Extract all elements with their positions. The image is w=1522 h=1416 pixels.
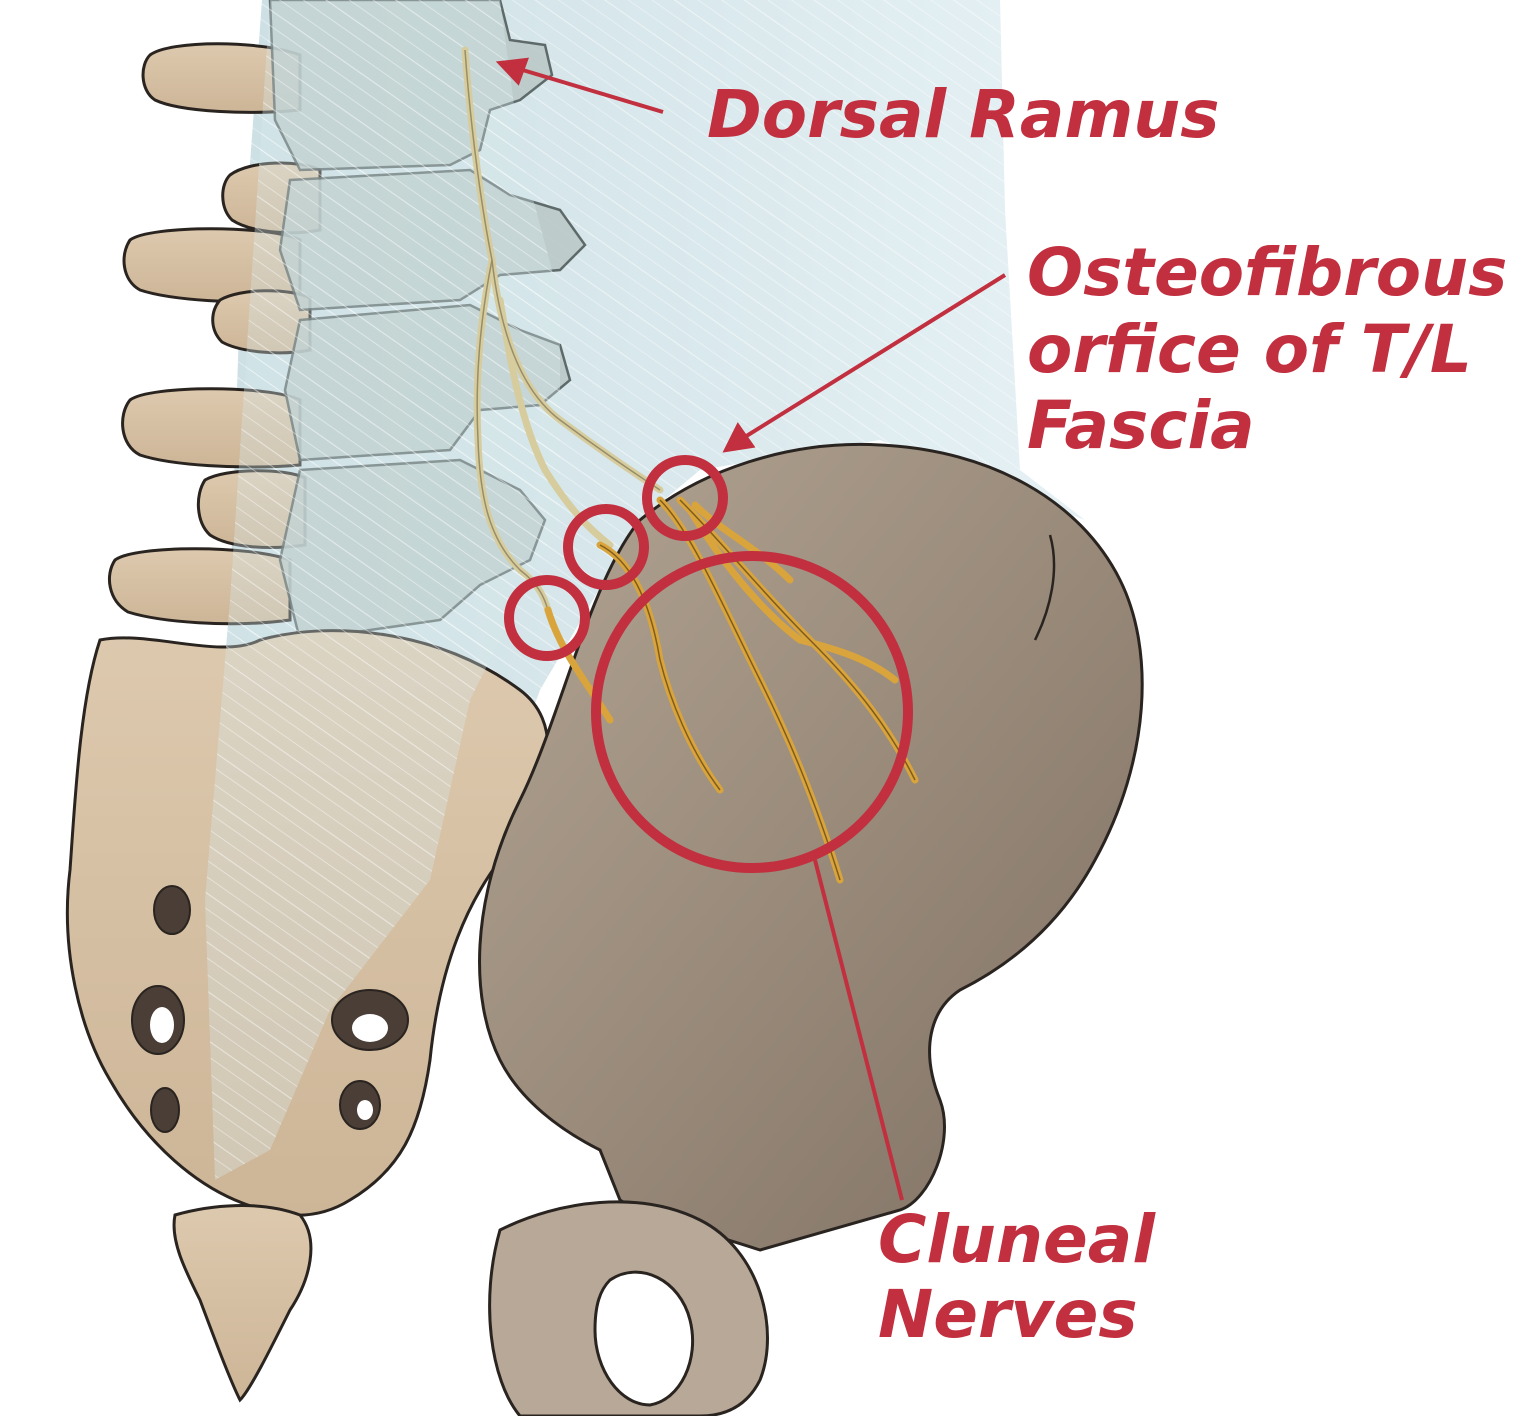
label-cluneal-line1: Cluneal xyxy=(878,1201,1156,1278)
label-osteofibrous-line1: Osteofibrous xyxy=(1027,234,1507,311)
coccyx xyxy=(172,1204,313,1403)
leader-lines xyxy=(495,57,1007,1201)
label-cluneal-line2: Nerves xyxy=(878,1276,1138,1353)
cluneal-nerves-circle xyxy=(591,551,913,873)
highlight-circles xyxy=(504,455,913,873)
label-dorsal-ramus: Dorsal Ramus xyxy=(707,76,1220,153)
label-osteofibrous-line2: orfice of T/L xyxy=(1027,311,1472,388)
label-cluneal-nerves: Cluneal Nerves xyxy=(878,1201,1156,1353)
label-osteofibrous-line3: Fascia xyxy=(1027,387,1255,464)
ilium xyxy=(478,442,1144,1252)
orifice-circle-3 xyxy=(642,455,728,541)
orifice-circle-1 xyxy=(504,575,590,661)
label-osteofibrous-orifice: Osteofibrous orfice of T/L Fascia xyxy=(1027,234,1507,464)
orifice-circle-2 xyxy=(563,504,649,590)
sacral-foramina xyxy=(131,885,409,1133)
obturator-foramen xyxy=(593,1270,695,1407)
